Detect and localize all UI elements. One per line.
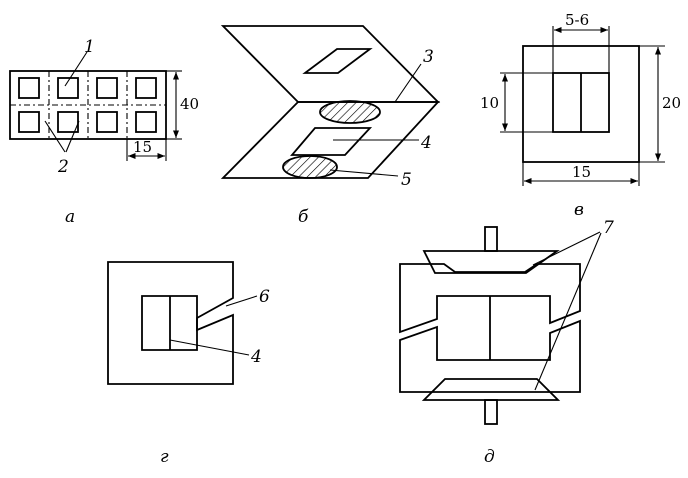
dim-right-label: 20 [662, 94, 681, 112]
leader-2 [65, 120, 80, 153]
window [141, 295, 198, 351]
label-6: 6 [259, 287, 270, 307]
coil-section-lower [282, 155, 338, 179]
label-1: 1 [84, 37, 95, 57]
figure-g: 6 4 г [107, 261, 270, 467]
leader-5 [329, 169, 399, 177]
leader-6 [225, 295, 258, 307]
label-7: 7 [603, 218, 614, 238]
figure-v: 5-6 10 20 15 в [480, 11, 681, 220]
dim-width-label: 15 [133, 138, 152, 156]
upper-plate [220, 25, 441, 103]
caption-d: д [484, 447, 495, 467]
window-squares [18, 77, 157, 133]
figure-d: 7 д [399, 218, 614, 467]
caption-g: г [160, 447, 169, 467]
clamp-bottom [421, 378, 561, 401]
leader-1 [64, 51, 88, 87]
clamp-rod-bottom [484, 399, 498, 425]
lower-plate [220, 101, 441, 179]
label-5: 5 [401, 170, 412, 190]
figure-a: 1 2 40 15 а [9, 37, 199, 227]
dim-bottom-label: 15 [572, 163, 591, 181]
dim-height-label: 40 [180, 95, 199, 113]
caption-a: а [65, 207, 75, 227]
label-4: 4 [420, 133, 432, 153]
leader-7 [534, 232, 602, 391]
label-2: 2 [57, 157, 69, 177]
label-4g: 4 [250, 347, 262, 367]
core-half-lower [399, 319, 581, 393]
upper-window [302, 48, 373, 74]
leader-3 [394, 63, 422, 103]
coil-section-upper [319, 100, 381, 124]
leader-7 [532, 231, 601, 266]
caption-b: б [298, 207, 309, 227]
leader-4g [169, 339, 250, 356]
figure-b: 3 4 5 б [220, 25, 441, 227]
plate-outline [522, 45, 640, 163]
label-3: 3 [423, 47, 434, 67]
dim-left-label: 10 [480, 94, 499, 112]
clamp-rod-top [484, 226, 498, 252]
caption-v: в [574, 200, 584, 220]
leader-2 [44, 120, 66, 153]
clamp-top [422, 250, 560, 274]
core-half-upper [399, 263, 581, 334]
dim-top-label: 5-6 [565, 11, 589, 29]
lower-window [290, 127, 373, 156]
